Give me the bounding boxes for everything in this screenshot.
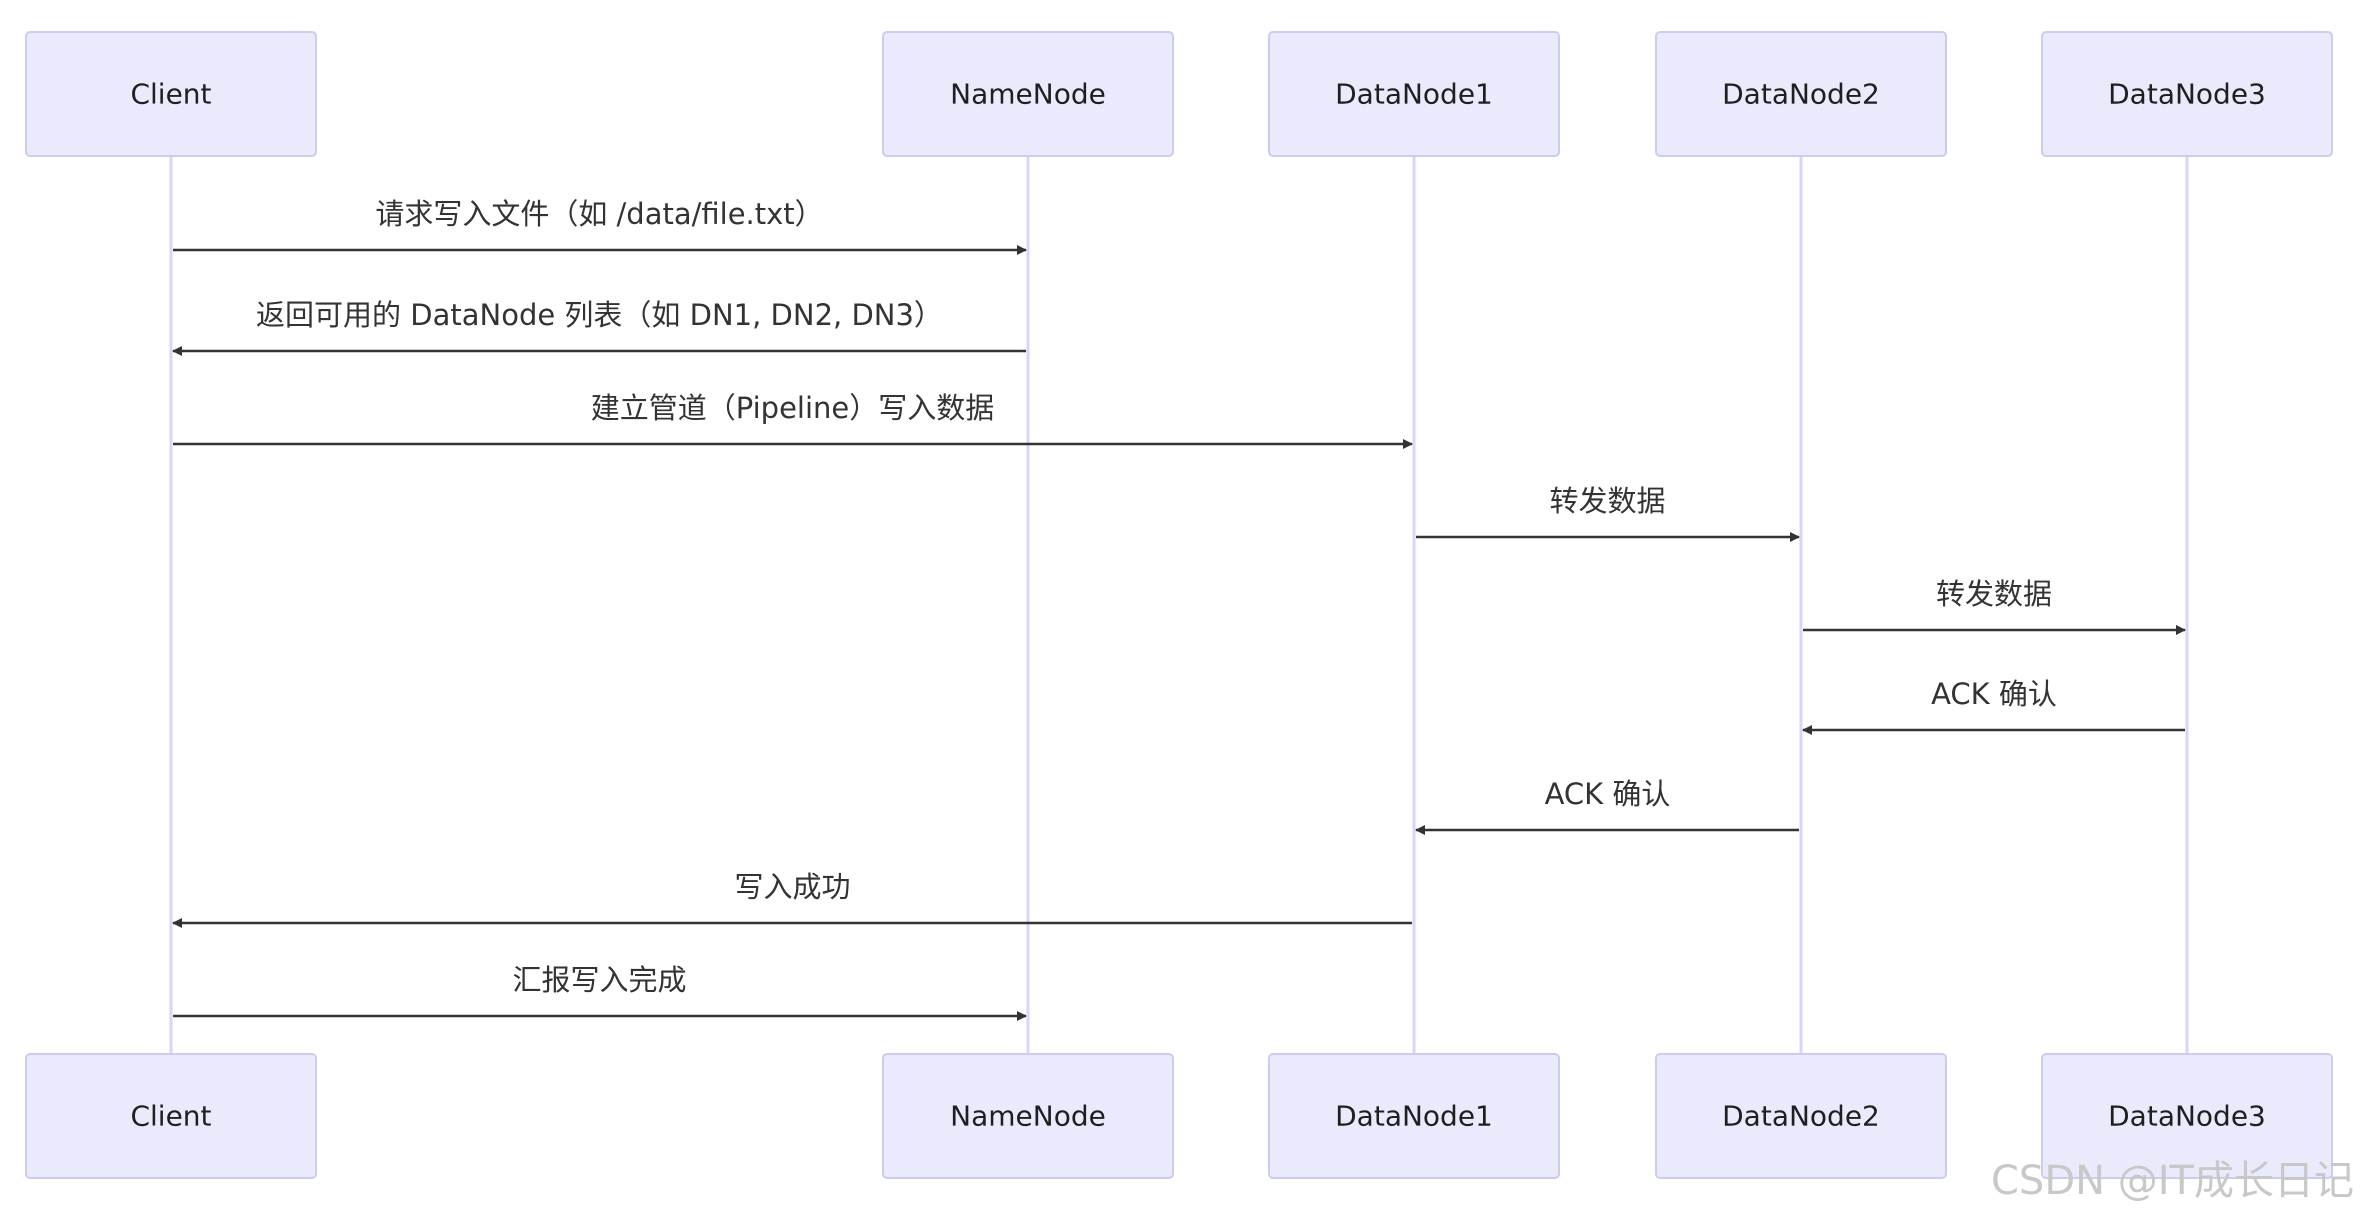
message-label: 返回可用的 DataNode 列表（如 DN1, DN2, DN3） bbox=[256, 298, 943, 332]
actor-label: NameNode bbox=[950, 1100, 1106, 1133]
actor-box-namenode-bottom: NameNode bbox=[882, 1053, 1174, 1179]
actor-box-datanode3-top: DataNode3 bbox=[2041, 31, 2333, 157]
actor-label: NameNode bbox=[950, 78, 1106, 111]
message-label: 请求写入文件（如 /data/file.txt） bbox=[375, 197, 823, 231]
actor-box-datanode2-top: DataNode2 bbox=[1655, 31, 1947, 157]
message-8: 写入成功 bbox=[172, 870, 1412, 928]
message-label: 汇报写入完成 bbox=[512, 963, 686, 997]
message-4: 转发数据 bbox=[1416, 484, 1800, 542]
actor-label: Client bbox=[130, 78, 211, 111]
actor-box-client-top: Client bbox=[25, 31, 317, 157]
actor-label: DataNode1 bbox=[1335, 1100, 1493, 1133]
actor-box-client-bottom: Client bbox=[25, 1053, 317, 1179]
actor-box-datanode3-bottom: DataNode3 bbox=[2041, 1053, 2333, 1179]
message-5: 转发数据 bbox=[1803, 577, 2186, 635]
actor-label: DataNode2 bbox=[1722, 78, 1880, 111]
message-label: 转发数据 bbox=[1549, 484, 1665, 518]
message-3: 建立管道（Pipeline）写入数据 bbox=[173, 391, 1413, 449]
actor-label: DataNode3 bbox=[2108, 1100, 2266, 1133]
actor-rect bbox=[882, 31, 1174, 157]
message-9: 汇报写入完成 bbox=[173, 963, 1027, 1021]
message-1: 请求写入文件（如 /data/file.txt） bbox=[173, 197, 1027, 255]
actor-rect bbox=[2041, 31, 2333, 157]
actor-rect bbox=[1268, 31, 1560, 157]
actor-label: DataNode3 bbox=[2108, 78, 2266, 111]
message-label: ACK 确认 bbox=[1931, 677, 2057, 711]
actor-rect bbox=[1655, 31, 1947, 157]
actor-box-datanode2-bottom: DataNode2 bbox=[1655, 1053, 1947, 1179]
actor-label: DataNode1 bbox=[1335, 78, 1493, 111]
actor-box-datanode1-top: DataNode1 bbox=[1268, 31, 1560, 157]
actor-rect bbox=[2041, 1053, 2333, 1179]
message-6: ACK 确认 bbox=[1802, 677, 2185, 735]
watermark-text: CSDN @IT成长日记 bbox=[1991, 1158, 2354, 1204]
actor-rect bbox=[25, 1053, 317, 1179]
actor-rect bbox=[1655, 1053, 1947, 1179]
message-label: 写入成功 bbox=[734, 870, 850, 904]
message-7: ACK 确认 bbox=[1415, 777, 1799, 835]
actor-box-namenode-top: NameNode bbox=[882, 31, 1174, 157]
actor-box-datanode1-bottom: DataNode1 bbox=[1268, 1053, 1560, 1179]
actor-rect bbox=[25, 31, 317, 157]
actor-rect bbox=[1268, 1053, 1560, 1179]
message-label: 建立管道（Pipeline）写入数据 bbox=[591, 391, 995, 425]
message-label: ACK 确认 bbox=[1545, 777, 1671, 811]
actor-rect bbox=[882, 1053, 1174, 1179]
actor-label: DataNode2 bbox=[1722, 1100, 1880, 1133]
message-2: 返回可用的 DataNode 列表（如 DN1, DN2, DN3） bbox=[172, 298, 1026, 356]
message-label: 转发数据 bbox=[1936, 577, 2052, 611]
actor-label: Client bbox=[130, 1100, 211, 1133]
